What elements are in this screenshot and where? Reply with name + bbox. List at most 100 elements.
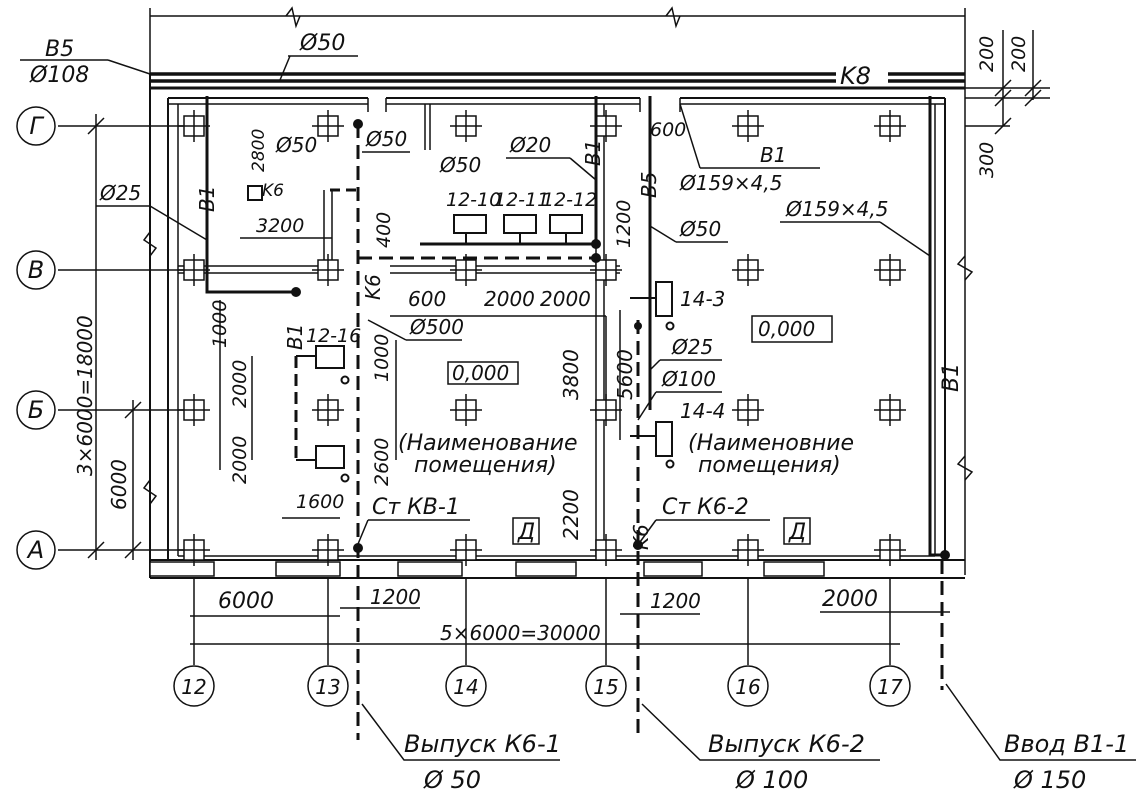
dim-label: 2000 bbox=[540, 287, 591, 311]
dim-label: 3×6000=18000 bbox=[73, 315, 97, 476]
column bbox=[312, 394, 344, 426]
riser-points bbox=[291, 119, 950, 560]
column bbox=[732, 254, 764, 286]
column bbox=[450, 394, 482, 426]
equipment-label: 14-3 bbox=[680, 287, 725, 311]
axis-bubble-13 bbox=[307, 665, 349, 707]
column bbox=[732, 534, 764, 566]
axis-bubble-14 bbox=[445, 665, 487, 707]
column-axes bbox=[173, 578, 911, 707]
outlet-diameter: Ø 150 bbox=[1013, 766, 1086, 794]
pipe-label: Ø50 bbox=[299, 31, 345, 56]
outlet-diameter: Ø 100 bbox=[735, 766, 808, 794]
equipment-label: 12-11 bbox=[494, 189, 549, 211]
axis-label-column: 14 bbox=[453, 675, 478, 699]
bottom-wall-windows bbox=[149, 561, 825, 577]
dim-label: 2600 bbox=[371, 438, 393, 486]
outlet-label: Ввод В1-1 bbox=[1004, 730, 1129, 758]
dim-label: 300 bbox=[976, 142, 998, 178]
axis-label-column: 12 bbox=[181, 675, 206, 699]
axis-label-row: В bbox=[28, 256, 44, 284]
column bbox=[874, 110, 906, 142]
dim-label: 5×6000=30000 bbox=[440, 621, 601, 645]
axis-bubble-16 bbox=[727, 665, 769, 707]
dim-label: 1200 bbox=[650, 589, 701, 613]
axis-bubble-G bbox=[16, 106, 56, 146]
top-dimension-line bbox=[149, 6, 966, 575]
column bbox=[450, 534, 482, 566]
column bbox=[732, 110, 764, 142]
column bbox=[312, 254, 344, 286]
equipment-label: 12-10 bbox=[446, 189, 501, 211]
axis-label-column: 13 bbox=[315, 675, 340, 699]
building-walls bbox=[149, 72, 965, 579]
dim-label: 600 bbox=[408, 287, 446, 311]
dim-label: 1200 bbox=[370, 585, 421, 609]
room-name: помещения) bbox=[414, 453, 557, 478]
room-name: помещения) bbox=[698, 453, 841, 478]
pipes bbox=[205, 96, 945, 740]
column bbox=[874, 534, 906, 566]
dim-label: 2000 bbox=[484, 287, 535, 311]
dim-label: 6000 bbox=[107, 459, 131, 510]
column bbox=[590, 110, 622, 142]
dim-label: 200 bbox=[976, 36, 998, 72]
equipment-label: 12-12 bbox=[542, 189, 597, 211]
interior-dim-lines bbox=[190, 300, 950, 645]
pipe-label: Ø25 bbox=[671, 335, 713, 359]
axis-bubble-V bbox=[16, 250, 56, 290]
column bbox=[312, 534, 344, 566]
right-dimension-chain bbox=[956, 30, 1050, 481]
pipe-label: B1 bbox=[195, 186, 219, 212]
dim-label: 6000 bbox=[218, 589, 274, 614]
pipe-label: Ø108 bbox=[29, 63, 89, 88]
axis-label-row: Б bbox=[28, 396, 44, 424]
pipe-label: Ø500 bbox=[409, 315, 464, 339]
dim-label: 3800 bbox=[559, 349, 583, 400]
pipe-label: B1 bbox=[939, 363, 964, 392]
dim-label: 600 bbox=[650, 119, 686, 141]
column bbox=[178, 534, 210, 566]
pipe-label: Ø159×4,5 bbox=[679, 171, 782, 195]
level-mark: 0,000 bbox=[452, 361, 509, 385]
dim-label: 2000 bbox=[229, 360, 251, 408]
outlet-label: Выпуск К6-2 bbox=[708, 730, 865, 758]
equipment-label: 14-4 bbox=[680, 399, 725, 423]
outlet-leaders bbox=[361, 683, 1136, 761]
pipe-label: Ø50 bbox=[365, 127, 407, 151]
axis-label-column: 16 bbox=[735, 675, 760, 699]
stand-label: Ст КВ-1 bbox=[372, 495, 460, 520]
axis-bubble-A bbox=[16, 530, 56, 570]
column bbox=[450, 110, 482, 142]
dim-label: 1600 bbox=[296, 491, 344, 513]
column bbox=[874, 254, 906, 286]
dim-label: 1000 bbox=[209, 300, 231, 348]
axis-label-row: А bbox=[26, 536, 44, 564]
column bbox=[590, 534, 622, 566]
pipe-label: B1 bbox=[581, 140, 605, 166]
dim-label: 2000 bbox=[229, 436, 251, 484]
pipe-label: K6 bbox=[361, 274, 385, 300]
dim-label: 1000 bbox=[371, 334, 393, 382]
row-axes bbox=[16, 106, 184, 570]
level-mark: 0,000 bbox=[758, 317, 815, 341]
column bbox=[312, 110, 344, 142]
dim-label: 3200 bbox=[256, 215, 304, 237]
pipe-label: B5 bbox=[45, 37, 74, 62]
equipment-fixtures bbox=[247, 185, 675, 483]
dim-label: 200 bbox=[1008, 36, 1030, 72]
outlet-label: Выпуск К6-1 bbox=[404, 730, 561, 758]
pipe-label: B1 bbox=[760, 143, 786, 167]
room-mark: Д bbox=[517, 520, 535, 545]
dim-label: 2200 bbox=[559, 489, 583, 540]
pipe-label: B1 bbox=[283, 324, 307, 350]
column bbox=[732, 394, 764, 426]
room-name: (Наименовние bbox=[688, 431, 854, 456]
pipe-label: Ø100 bbox=[661, 367, 716, 391]
axis-label-column: 15 bbox=[593, 675, 618, 699]
pipe-label: Ø50 bbox=[439, 153, 481, 177]
dim-label: 5600 bbox=[613, 349, 637, 400]
pipe-label: Ø20 bbox=[509, 133, 551, 157]
structural-columns bbox=[178, 110, 906, 566]
